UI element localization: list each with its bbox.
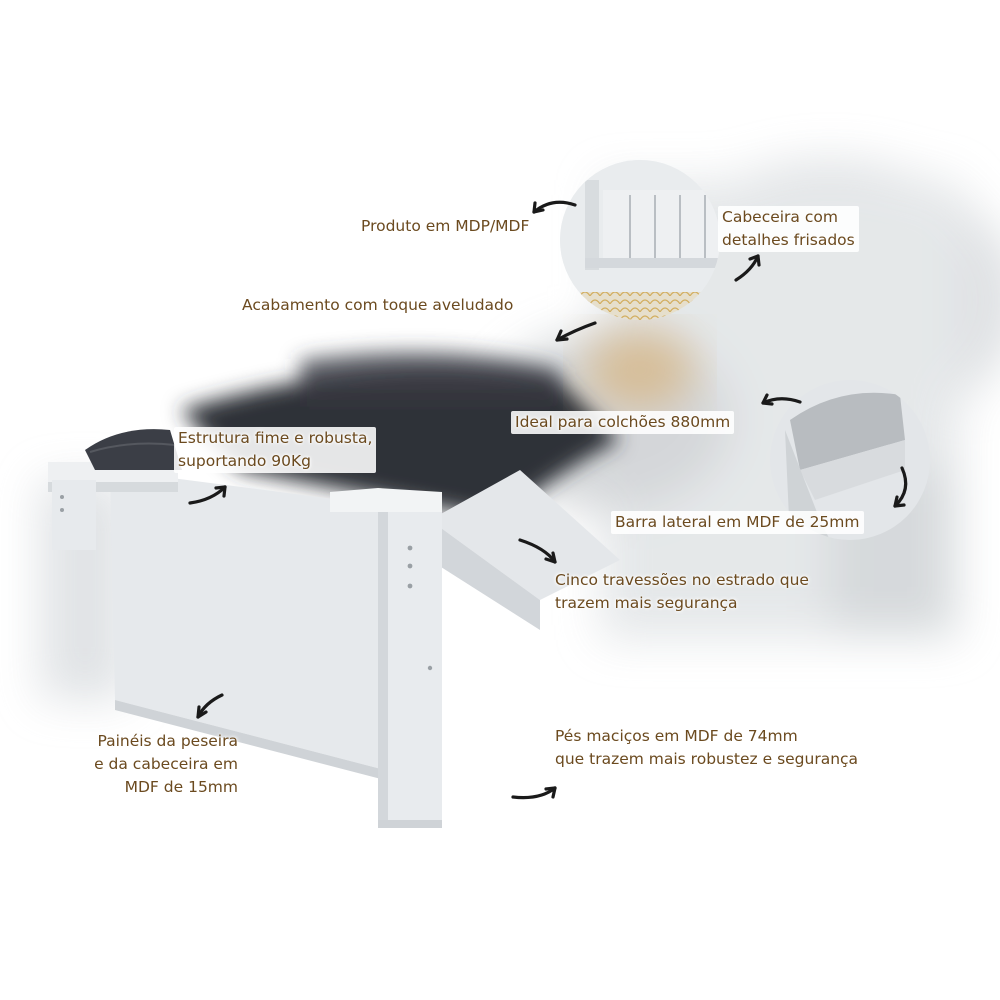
curved-arrow-icon xyxy=(196,693,224,719)
curved-arrow-icon xyxy=(761,393,802,406)
curved-arrow-icon xyxy=(555,321,597,342)
curved-arrow-icon xyxy=(532,200,577,214)
structure-detail-inset xyxy=(85,429,182,470)
gold-accent xyxy=(585,330,695,410)
side-rail xyxy=(430,470,620,630)
headboard-detail-inset xyxy=(560,160,720,320)
curved-arrow-icon xyxy=(511,786,557,800)
arrows xyxy=(188,200,908,800)
label-cinco: Cinco travessões no estrado que trazem m… xyxy=(555,571,809,612)
label-cabeceira: Cabeceira com detalhes frisados xyxy=(718,206,859,252)
curved-arrow-icon xyxy=(518,538,557,564)
label-paineis: Painéis da peseira e da cabeceira em MDF… xyxy=(94,732,238,796)
label-barra: Barra lateral em MDF de 25mm xyxy=(611,511,864,534)
label-ideal: Ideal para colchões 880mm xyxy=(511,411,735,434)
label-estrutura: Estrutura fime e robusta, suportando 90K… xyxy=(174,427,377,473)
curved-arrow-icon xyxy=(893,466,908,508)
curved-arrow-icon xyxy=(188,485,227,505)
label-pes: Pés maciços em MDF de 74mm que trazem ma… xyxy=(555,727,859,768)
front-post xyxy=(330,488,442,828)
curved-arrow-icon xyxy=(734,254,761,282)
label-produto: Produto em MDP/MDF xyxy=(361,217,530,235)
footboard xyxy=(48,462,385,780)
label-acabamento: Acabamento com toque aveludado xyxy=(242,296,514,314)
